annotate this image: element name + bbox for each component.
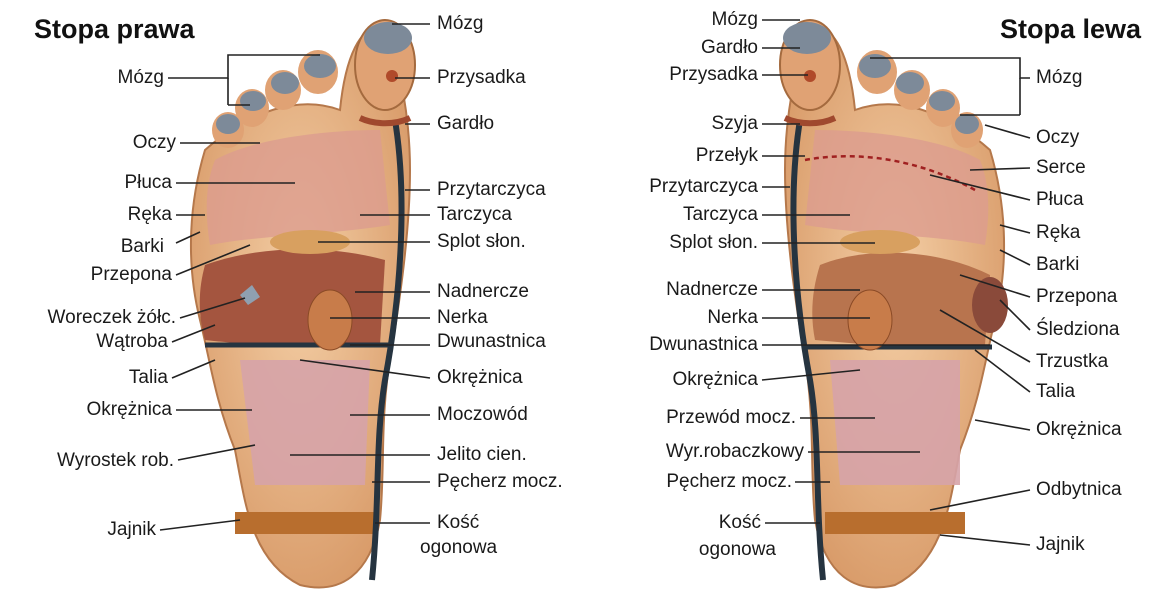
label-rf-watroba: Wątroba xyxy=(96,332,168,352)
label-lf-wyrostek: Wyr.robaczkowy xyxy=(666,442,804,462)
label-lf-serce: Serce xyxy=(1036,158,1086,178)
label-lf-mozg-right: Mózg xyxy=(1036,68,1082,88)
label-rf-reka: Ręka xyxy=(128,205,172,225)
label-rf-przysadka: Przysadka xyxy=(437,68,526,88)
label-rf-mozg: Mózg xyxy=(118,68,164,88)
label-rf-nadnercze: Nadnercze xyxy=(437,282,529,302)
label-lf-okreznica: Okrężnica xyxy=(672,370,758,390)
label-rf-woreczek: Woreczek żółc. xyxy=(48,308,176,328)
label-lf-szyja: Szyja xyxy=(712,114,758,134)
label-rf-pecherz: Pęcherz mocz. xyxy=(437,472,563,492)
label-rf-pluca: Płuca xyxy=(124,173,172,193)
label-lf-barki: Barki xyxy=(1036,255,1079,275)
title-right-foot: Stopa prawa xyxy=(34,14,195,45)
label-lf-nadnercze: Nadnercze xyxy=(666,280,758,300)
label-rf-jajnik: Jajnik xyxy=(107,520,156,540)
title-left-foot: Stopa lewa xyxy=(1000,14,1141,45)
label-rf-talia: Talia xyxy=(129,368,168,388)
label-rf-splot: Splot słon. xyxy=(437,232,526,252)
label-lf-pecherz: Pęcherz mocz. xyxy=(666,472,792,492)
label-rf-gardlo: Gardło xyxy=(437,114,494,134)
label-lf-trzustka: Trzustka xyxy=(1036,352,1108,372)
label-lf-przepona: Przepona xyxy=(1036,287,1117,307)
label-rf-dwunastnica: Dwunastnica xyxy=(437,332,546,352)
label-lf-okreznica-right: Okrężnica xyxy=(1036,420,1122,440)
label-rf-przepona: Przepona xyxy=(91,265,172,285)
label-lf-jajnik: Jajnik xyxy=(1036,535,1085,555)
label-rf-przytarczyca: Przytarczyca xyxy=(437,180,546,200)
label-lf-oczy: Oczy xyxy=(1036,128,1079,148)
label-lf-przewod: Przewód mocz. xyxy=(666,408,796,428)
label-lf-pluca: Płuca xyxy=(1036,190,1084,210)
label-rf-nerka: Nerka xyxy=(437,308,488,328)
label-lf-przytarczyca: Przytarczyca xyxy=(649,177,758,197)
label-lf-gardlo: Gardło xyxy=(701,38,758,58)
label-rf-jelito: Jelito cien. xyxy=(437,445,527,465)
label-lf-przysadka: Przysadka xyxy=(669,65,758,85)
label-lf-przelyk: Przełyk xyxy=(696,146,758,166)
label-rf-moczowod: Moczowód xyxy=(437,405,528,425)
label-lf-mozg: Mózg xyxy=(712,10,758,30)
label-rf-okreznica-left: Okrężnica xyxy=(86,400,172,420)
label-rf-kosc-1: Kość xyxy=(437,513,479,533)
label-rf-tarczyca: Tarczyca xyxy=(437,205,512,225)
label-lf-tarczyca: Tarczyca xyxy=(683,205,758,225)
label-lf-talia: Talia xyxy=(1036,382,1075,402)
label-rf-wyrostek: Wyrostek rob. xyxy=(57,451,174,471)
label-lf-splot: Splot słon. xyxy=(669,233,758,253)
label-rf-oczy: Oczy xyxy=(133,133,176,153)
label-rf-kosc-2: ogonowa xyxy=(420,538,497,558)
label-lf-odbytnica: Odbytnica xyxy=(1036,480,1122,500)
label-lf-kosc-2: ogonowa xyxy=(699,540,776,560)
label-lf-sledziona: Śledziona xyxy=(1036,320,1119,340)
label-lf-nerka: Nerka xyxy=(707,308,758,328)
label-rf-okreznica: Okrężnica xyxy=(437,368,523,388)
label-rf-mozg-top: Mózg xyxy=(437,14,483,34)
label-lf-dwunastnica: Dwunastnica xyxy=(649,335,758,355)
label-lf-reka: Ręka xyxy=(1036,223,1080,243)
label-rf-barki: Barki xyxy=(121,237,164,257)
label-lf-kosc-1: Kość xyxy=(719,513,761,533)
